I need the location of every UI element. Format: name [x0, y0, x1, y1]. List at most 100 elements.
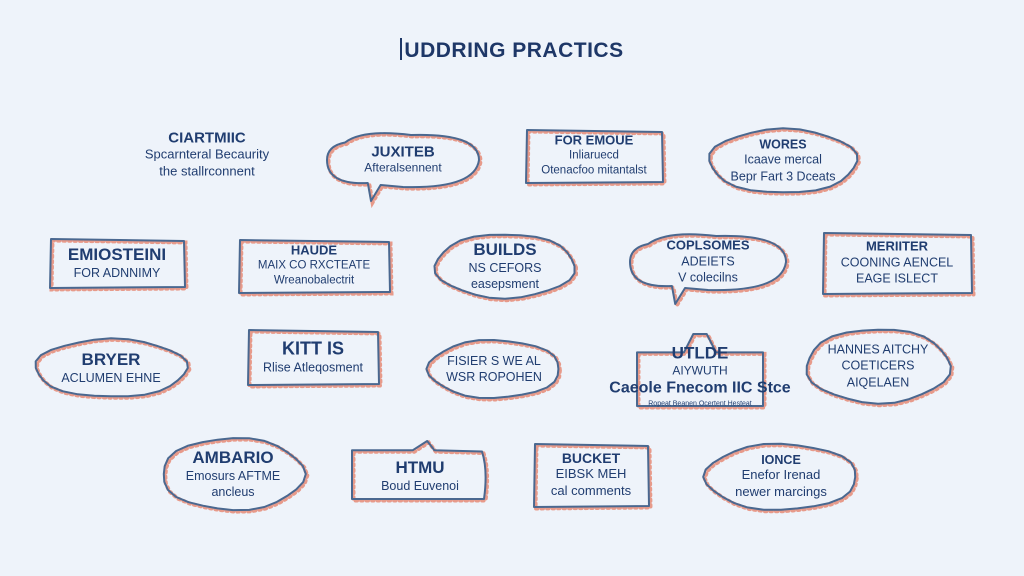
node-heading: BUCKET	[561, 450, 621, 467]
node-outline-stroke	[636, 333, 764, 407]
node-text-line: WSR ROPOHEN	[446, 370, 542, 384]
node-text-line: Afteralsennent	[364, 160, 442, 175]
node-outline-dots	[326, 132, 483, 209]
node-outline-stroke	[238, 239, 391, 294]
node-label: FISIER S WE AL WSR ROPOHEN	[446, 353, 542, 386]
node-outline-ellipse	[708, 127, 861, 196]
node-text-line: EAGE ISLECT	[856, 271, 938, 286]
node-outline-rect	[49, 238, 189, 292]
node-outline-ellipse	[34, 337, 192, 400]
node-heading: HTMU	[395, 458, 445, 478]
node-outline-stroke	[34, 337, 189, 398]
node-outline-cloud	[629, 233, 790, 311]
node-heading: COPLSOMES	[666, 237, 750, 253]
page-title-text: UDDRING PRACTICS	[404, 39, 624, 62]
node-heading: UTLDE	[671, 343, 729, 363]
node-heading: WORES	[759, 137, 807, 152]
node-text-line: Rlise Atleqosment	[262, 360, 364, 375]
node-text-line: Ropeat Beanen Ocertent Hesteat	[648, 400, 752, 408]
node-heading: JUXITEB	[371, 143, 435, 161]
node-heading: MERIITER	[865, 238, 929, 254]
node-heading: EMIOSTEINI	[67, 245, 167, 265]
node-outline-stroke	[525, 129, 664, 184]
node-text-line: ADEIETS	[681, 254, 735, 269]
node-outline-stroke	[822, 232, 973, 295]
node-text-line: HANNES AITCHY	[827, 342, 929, 357]
node-text-line: Emosurs AFTME	[185, 468, 281, 483]
node-text-line: Boud Euvenoi	[381, 478, 459, 493]
node-outline-dots	[636, 333, 767, 410]
node-outline-stroke	[533, 443, 650, 508]
node-text-line: COETICERS	[841, 358, 915, 373]
node-outline-dots	[629, 233, 790, 311]
node-heading: CIARTMIIC	[168, 129, 246, 147]
node-text-line: Icaave mercal	[744, 152, 822, 167]
node-outline-stroke	[326, 132, 480, 202]
node-text-line: Inliaruecd	[569, 149, 619, 162]
node-text-line: COONING AENCEL	[840, 255, 954, 270]
node-text-line: newer marcings	[735, 484, 827, 500]
page-title: UDDRING PRACTICS	[0, 38, 1024, 63]
node-text-line: FISIER S WE AL	[447, 353, 541, 368]
node-text-line: Caeole Fnecom IIC Stce	[609, 379, 791, 397]
node-heading: BUILDS	[473, 239, 537, 259]
node-outline-dots	[525, 129, 667, 187]
node-text-line: ACLUMEN EHNE	[61, 370, 161, 385]
node-outline-dots	[247, 329, 383, 389]
node-outline-dots	[533, 443, 653, 511]
node-text-line: V colecilns	[678, 270, 738, 285]
node-outline-stroke	[702, 442, 857, 511]
node-outline-dots	[433, 234, 578, 303]
node-outline-dots	[822, 232, 976, 298]
node-outline-ellipse	[702, 442, 859, 514]
node-outline-ellipse	[433, 233, 578, 303]
node-outline-stroke	[162, 437, 307, 512]
node-outline-stroke	[49, 238, 186, 289]
node-text-line: AIQELAEN	[846, 375, 910, 390]
node-text-line: Spcarnteral Becaurity	[144, 146, 270, 162]
node-text-line: Enefor Irenad	[741, 467, 821, 483]
node-outline-stroke	[425, 339, 560, 399]
node-outline-rect	[238, 239, 394, 297]
title-bar-mark	[400, 38, 403, 60]
node-heading: IONCE	[761, 452, 801, 467]
node-outline-house	[636, 333, 767, 410]
node-text-line: cal comments	[550, 483, 632, 499]
node-outline-stroke	[433, 233, 576, 300]
node-text-line: easepsment	[470, 276, 540, 291]
node-outline-cloud	[326, 132, 483, 209]
node-heading: AMBARIO	[192, 447, 274, 467]
node-heading: HAUDE	[290, 242, 338, 258]
node-text-line: Otenacfoo mitantalst	[541, 164, 647, 177]
node-text-line: the stallrconnent	[159, 163, 255, 179]
node-outline-stroke	[708, 127, 859, 194]
node-outline-rect	[525, 129, 667, 187]
